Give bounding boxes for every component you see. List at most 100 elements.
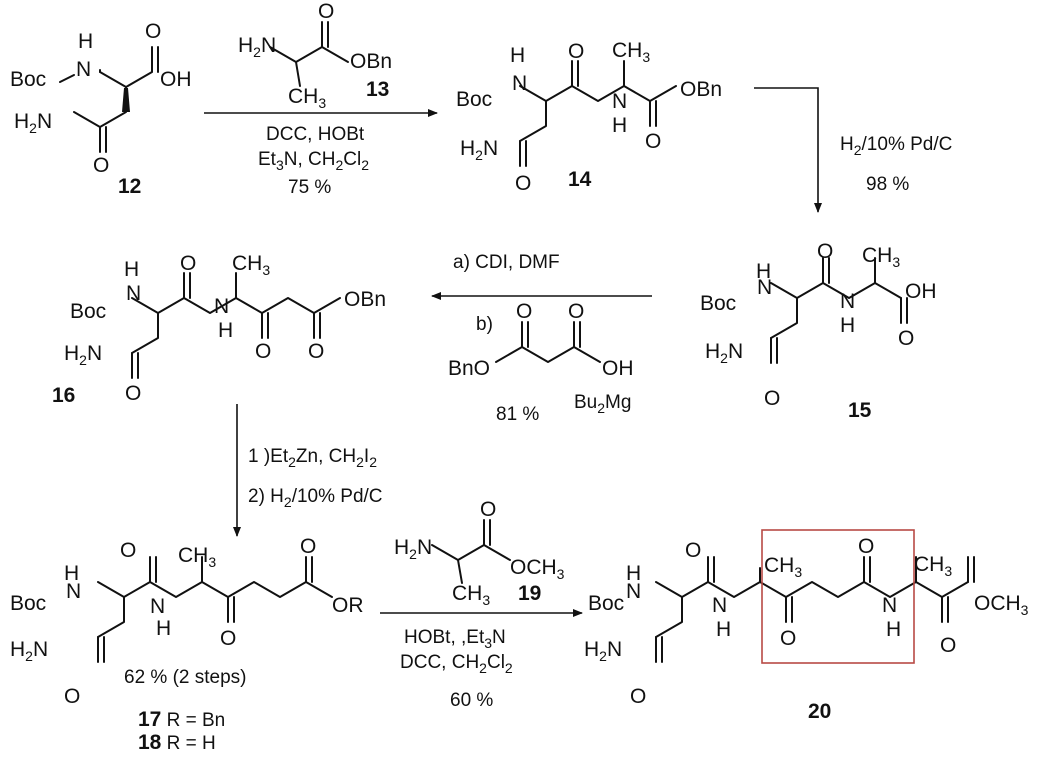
ch3-label: CH3: [288, 85, 326, 111]
oh-label: OH: [160, 68, 192, 91]
compound-16-structure: Boc H N O N H CH3 O O OBn H2N O 16: [52, 252, 386, 407]
compound-number-20: 20: [808, 700, 831, 723]
o-label: O: [220, 627, 236, 650]
obn-label: OBn: [680, 78, 722, 101]
compound-number-16: 16: [52, 384, 75, 407]
condition-text: HOBt, ,Et3N: [404, 627, 506, 651]
compound-number-19: 19: [518, 582, 541, 605]
o-label: O: [255, 340, 271, 363]
ch3-label: CH3: [862, 244, 900, 270]
compound-13-structure: H2N O OBn CH3 13: [238, 0, 392, 111]
h-label: H: [612, 114, 627, 137]
h-label: H: [716, 618, 731, 641]
n-label: N: [512, 72, 527, 95]
compound-12-structure: Boc H N O OH H2N O 12: [10, 20, 192, 198]
boc-label: Boc: [456, 88, 492, 111]
h2n-label: H2N: [584, 638, 622, 664]
oh-label: OH: [602, 357, 634, 380]
h-label: H: [510, 44, 525, 67]
h-label: H: [840, 314, 855, 337]
o-label: O: [630, 685, 646, 708]
compound-19-structure: H2N O OCH3 CH3 19: [394, 498, 565, 608]
n-label: N: [626, 580, 641, 603]
n-label: N: [126, 282, 141, 305]
compound-number-14: 14: [568, 168, 592, 191]
ch3-label: CH3: [612, 39, 650, 65]
h2n-label: H2N: [394, 536, 432, 562]
ch3-label: CH3: [452, 582, 490, 608]
bno-label: BnO: [448, 357, 490, 380]
n-label: N: [712, 594, 727, 617]
o-label: O: [180, 252, 196, 275]
n-label: N: [840, 290, 855, 313]
o-label: O: [300, 535, 316, 558]
o-label: O: [308, 340, 324, 363]
r-group-text: 18 R = H: [138, 731, 216, 754]
reaction-arrow-2: [754, 87, 822, 213]
och3-label: OCH3: [510, 556, 565, 582]
n-label: N: [612, 90, 627, 113]
och3-label: OCH3: [974, 592, 1029, 618]
obn-label: OBn: [344, 288, 386, 311]
condition-text: Bu2Mg: [574, 392, 631, 416]
obn-label: OBn: [350, 50, 392, 73]
ch3-label: CH3: [914, 553, 952, 579]
h2n-label: H2N: [705, 340, 743, 366]
o-label: O: [318, 0, 334, 23]
h-label: H: [218, 319, 233, 342]
boc-label: Boc: [700, 292, 736, 315]
o-label: O: [898, 327, 914, 350]
compound-15-structure: Boc H N O N H CH3 OH O H2N O 15: [700, 240, 937, 422]
condition-text: 2) H2/10% Pd/C: [248, 486, 383, 510]
o-label: O: [515, 172, 531, 195]
h2n-label: H2N: [460, 137, 498, 163]
o-label: O: [480, 498, 496, 521]
h2n-label: H2N: [238, 34, 276, 60]
o-label: O: [940, 634, 956, 657]
boc-label: Boc: [588, 592, 624, 615]
o-label: O: [120, 539, 136, 562]
n-label: N: [757, 276, 772, 299]
h2n-label: H2N: [14, 110, 52, 136]
o-label: O: [125, 382, 141, 405]
o-label: O: [145, 20, 161, 43]
condition-text: 1 )Et2Zn, CH2I2: [248, 446, 377, 470]
ch3-label: CH3: [232, 252, 270, 278]
ch3-label: CH3: [178, 544, 216, 570]
n-label: N: [76, 58, 91, 81]
boc-label: Boc: [70, 300, 106, 323]
n-label: N: [66, 580, 81, 603]
h-label: H: [124, 258, 139, 281]
n-label: N: [214, 295, 229, 318]
condition-text: Et3N, CH2Cl2: [258, 149, 369, 173]
o-label: O: [64, 685, 80, 708]
h-label: H: [64, 562, 79, 585]
condition-text: DCC, HOBt: [266, 124, 365, 145]
malonate-structure: O O BnO OH: [448, 300, 634, 380]
o-label: O: [568, 40, 584, 63]
oh-label: OH: [905, 280, 937, 303]
o-label: O: [685, 539, 701, 562]
o-label: O: [780, 627, 796, 650]
boc-label: Boc: [10, 68, 46, 91]
condition-text: DCC, CH2Cl2: [400, 652, 513, 676]
o-label: O: [93, 154, 109, 177]
yield-text: 60 %: [450, 690, 493, 711]
h-label: H: [626, 562, 641, 585]
yield-text: 98 %: [866, 174, 909, 195]
yield-text: 62 % (2 steps): [124, 667, 247, 688]
o-label: O: [516, 300, 532, 323]
h-label: H: [156, 617, 171, 640]
compound-14-structure: Boc H N O N H CH3 OBn O H2N O 14: [456, 39, 722, 195]
condition-text: H2/10% Pd/C: [840, 134, 952, 158]
yield-text: 75 %: [288, 177, 331, 198]
h-label: H: [756, 260, 771, 283]
h-label: H: [78, 30, 93, 53]
compound-number-12: 12: [118, 175, 141, 198]
ch3-label: CH3: [764, 554, 802, 580]
h2n-label: H2N: [64, 342, 102, 368]
highlight-box: [761, 529, 915, 664]
o-label: O: [817, 240, 833, 263]
h-label: H: [886, 618, 901, 641]
